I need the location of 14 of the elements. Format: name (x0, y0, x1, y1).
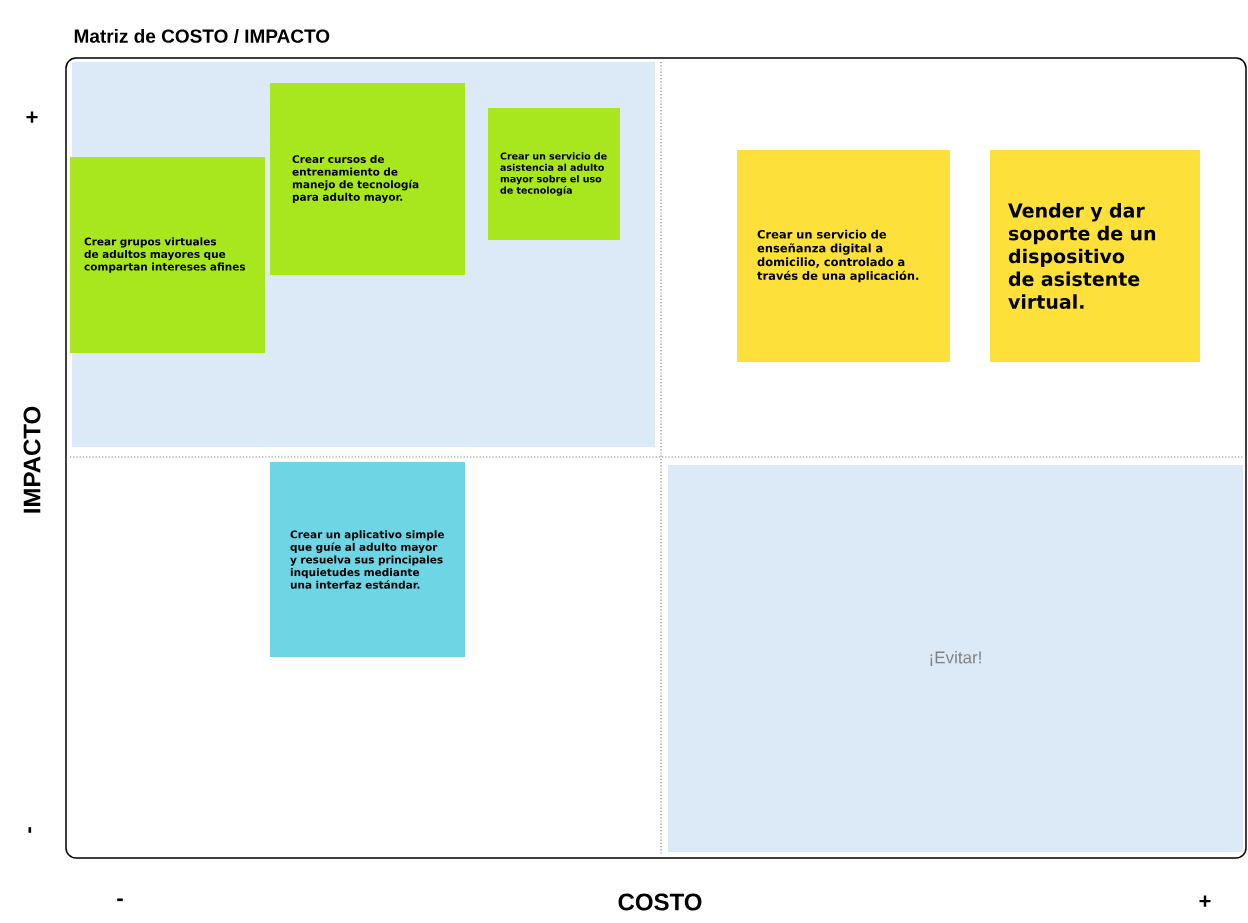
axis-sign: + (26, 111, 38, 123)
sticky-note: Crear un servicio de enseñanza digital a domicilio, controlado a través de una aplicación. (737, 150, 950, 362)
sticky-note: Crear un servicio de asistencia al adulto mayor sobre el uso de tecnología (488, 108, 620, 240)
title: Matriz de COSTO / IMPACTO (74, 28, 330, 44)
sticky-note: Crear grupos virtuales de adultos mayores que compartan intereses afines (70, 157, 265, 353)
sticky-note: Crear un aplicativo simple que guíe al adulto mayor y resuelva sus principales inquietudes mediante una interfaz estándar. (270, 462, 465, 657)
axis-title: COSTO (618, 893, 702, 911)
sticky-note: Crear cursos de entrenamiento de manejo de tecnología para adulto mayor. (270, 83, 465, 275)
avoid-quadrant: ¡Evitar! (668, 465, 1243, 852)
axis-sign: - (28, 827, 32, 833)
axis-sign: + (1199, 895, 1211, 907)
axis-sign: - (117, 898, 123, 902)
axis-title: IMPACTO (23, 406, 41, 513)
sticky-note: Vender y dar soporte de un dispositivo de asistente virtual. (990, 150, 1200, 362)
